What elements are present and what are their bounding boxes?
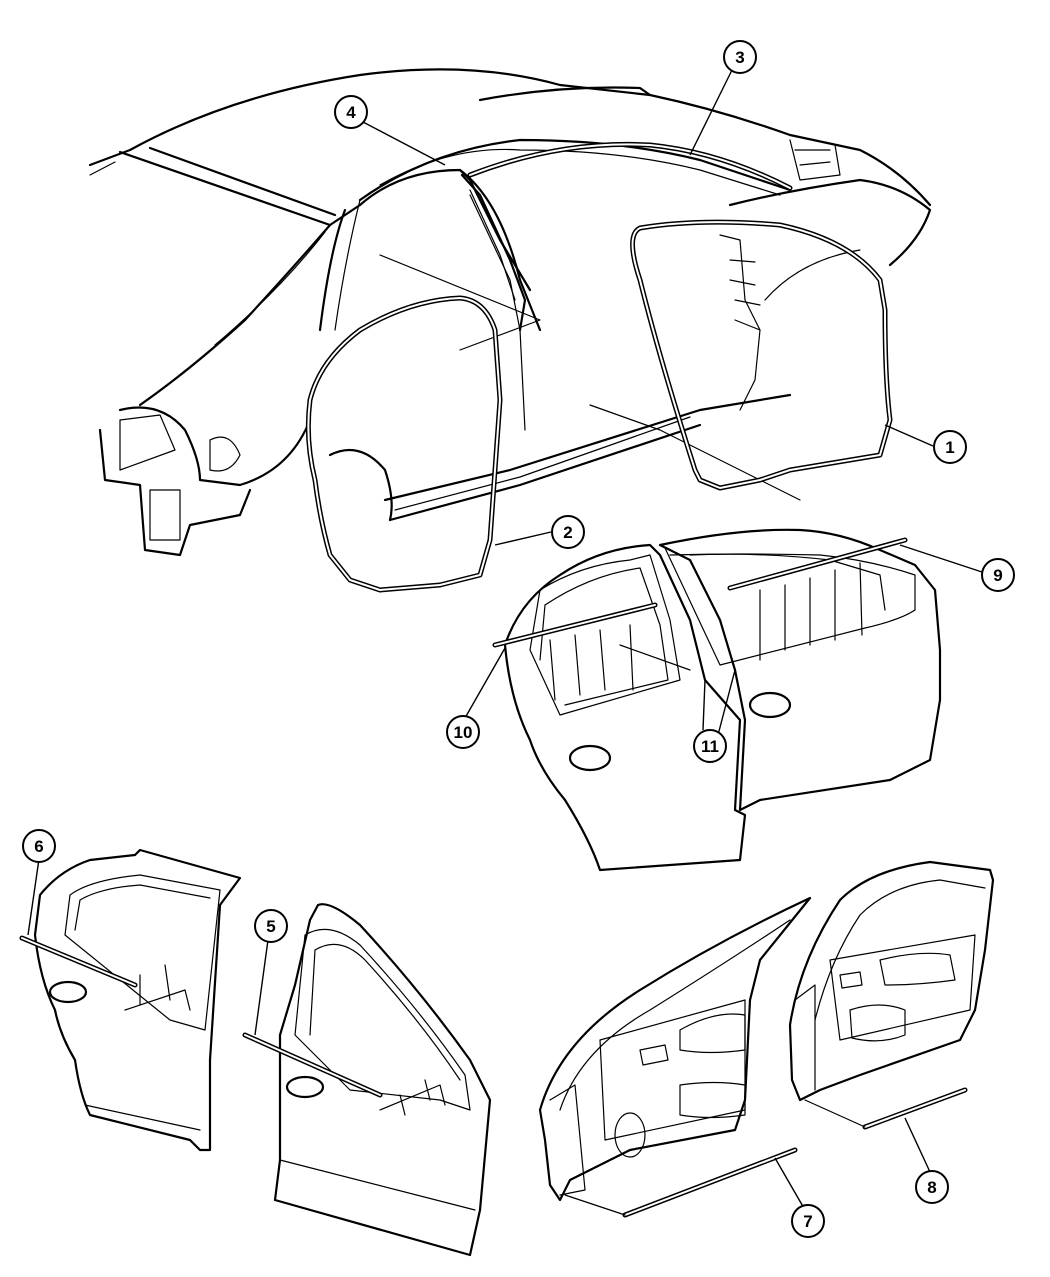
callout-3: 3 <box>723 40 757 74</box>
callout-label-4: 4 <box>346 103 356 122</box>
callout-label-3: 3 <box>735 48 744 67</box>
front-door-opening-seal <box>630 219 893 491</box>
b-pillar-seal <box>460 173 527 332</box>
callout-8: 8 <box>915 1170 949 1204</box>
callout-2: 2 <box>551 515 585 549</box>
callout-label-5: 5 <box>266 917 275 936</box>
callout-label-6: 6 <box>34 837 43 856</box>
callout-label-10: 10 <box>454 723 473 742</box>
rear-door-interior <box>788 860 995 1130</box>
callout-7: 7 <box>791 1204 825 1238</box>
callout-10: 10 <box>446 715 480 749</box>
callout-11: 11 <box>693 729 727 763</box>
front-door-interior <box>538 896 812 1218</box>
front-door-assembly <box>242 903 492 1257</box>
car-body-shell <box>88 68 932 557</box>
roof-rail-seal <box>467 141 793 191</box>
callout-5: 5 <box>254 909 288 943</box>
rear-door-assembly <box>19 848 242 1152</box>
callout-label-9: 9 <box>993 566 1002 585</box>
callout-6: 6 <box>22 829 56 863</box>
leader-lines <box>27 69 986 1211</box>
callout-1: 1 <box>933 430 967 464</box>
callout-label-11: 11 <box>701 737 719 756</box>
callout-label-2: 2 <box>563 523 572 542</box>
callout-4: 4 <box>334 95 368 129</box>
callout-9: 9 <box>981 558 1015 592</box>
door-pair-assembly <box>492 528 942 872</box>
callout-label-8: 8 <box>927 1178 936 1197</box>
rear-door-opening-seal <box>305 295 503 593</box>
callout-label-7: 7 <box>803 1212 812 1231</box>
callout-label-1: 1 <box>945 438 954 457</box>
